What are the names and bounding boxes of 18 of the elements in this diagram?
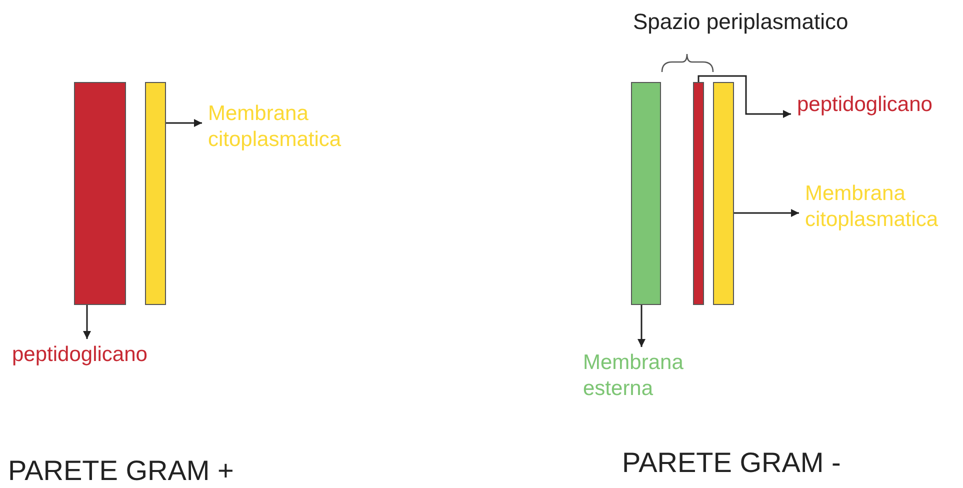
layer-label: Membrana esterna (583, 350, 684, 402)
panel-title: PARETE GRAM - (622, 447, 841, 479)
membrane-layer (631, 82, 661, 305)
layer-label: Membrana citoplasmatica (805, 181, 940, 233)
arrow (734, 209, 799, 217)
membrane-layer (74, 82, 126, 305)
membrane-layer (145, 82, 166, 305)
arrow (698, 75, 791, 118)
layer-label: peptidoglicano (797, 92, 934, 118)
arrow (83, 305, 91, 339)
layer-label: Membrana citoplasmatica (208, 101, 342, 153)
panel-title: PARETE GRAM + (8, 455, 234, 487)
membrane-layer (693, 82, 704, 305)
arrow (638, 305, 646, 347)
layer-label: peptidoglicano (12, 342, 148, 368)
arrow (166, 119, 202, 127)
membrane-layer (713, 82, 734, 305)
region-label: Spazio periplasmatico (633, 9, 848, 35)
